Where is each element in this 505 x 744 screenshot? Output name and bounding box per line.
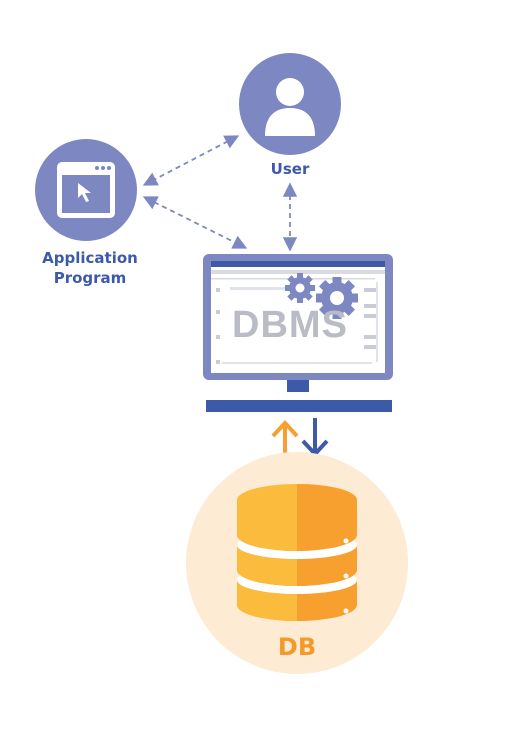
data-flow-arrows bbox=[271, 418, 329, 458]
dbms-monitor bbox=[203, 254, 393, 412]
user-label: User bbox=[270, 160, 310, 178]
app-window-cursor-icon bbox=[57, 162, 115, 218]
person-icon bbox=[265, 78, 315, 136]
application-node bbox=[35, 139, 137, 241]
connectors bbox=[142, 135, 298, 252]
up-arrow-icon bbox=[271, 420, 299, 458]
monitor-base bbox=[206, 400, 392, 412]
dbms-label: DBMS bbox=[232, 304, 348, 346]
db-label: DB bbox=[277, 633, 317, 661]
gears-icon bbox=[285, 273, 358, 319]
connector-app-dbms bbox=[142, 196, 248, 249]
application-label: Application Program bbox=[20, 248, 160, 288]
application-label-line2: Program bbox=[53, 269, 127, 287]
monitor-neck bbox=[287, 380, 309, 392]
database-cylinder-icon bbox=[237, 484, 357, 621]
down-arrow-icon bbox=[301, 418, 329, 457]
db-node bbox=[186, 452, 408, 674]
application-label-line1: Application bbox=[42, 249, 138, 267]
user-node bbox=[239, 53, 341, 155]
connector-user-app bbox=[142, 135, 240, 186]
